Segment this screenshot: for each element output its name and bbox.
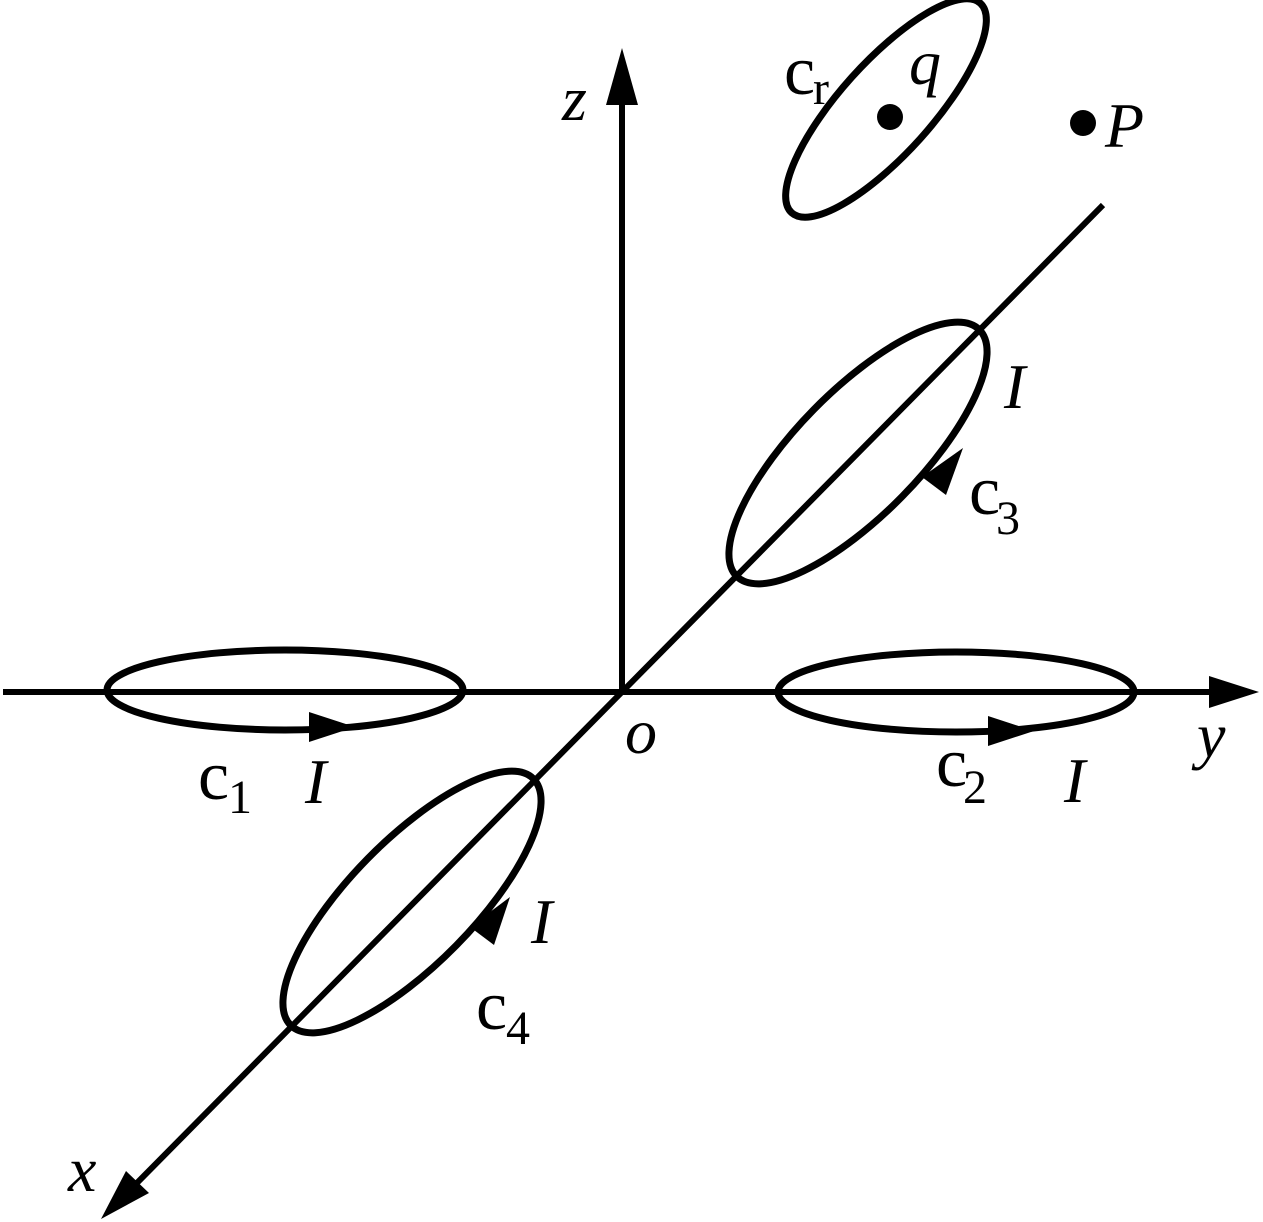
loop-c1-label: c: [198, 738, 229, 815]
loop-c1-ellipse: [103, 646, 467, 734]
point-q-dot: [877, 104, 903, 130]
origin-label: o: [625, 696, 657, 767]
z-axis-label: z: [561, 63, 587, 134]
loop-cr-label: c: [784, 33, 815, 110]
loop-c4-ellipse: [279, 767, 545, 1037]
loop-c3-label: c: [969, 453, 1000, 530]
x-axis-line: [127, 202, 1106, 1193]
loop-c4-current-label: I: [530, 886, 555, 957]
point-p-dot: [1070, 110, 1096, 136]
loop-c3-current-arrowhead: [922, 448, 963, 495]
loop-c2-current-arrowhead: [988, 716, 1034, 746]
y-axis-label: y: [1191, 700, 1226, 771]
x-axis-label: x: [67, 1134, 96, 1205]
point-q-label: q: [909, 27, 941, 98]
loop-c3-current-label: I: [1003, 351, 1028, 422]
loop-cr-label-sub: r: [813, 62, 829, 115]
y-axis-arrowhead: [1209, 676, 1259, 708]
point-p-label: P: [1104, 90, 1144, 161]
loop-c4-current-arrowhead: [470, 897, 510, 945]
loop-cr-ellipse: [782, 0, 990, 221]
loop-c2-label: c: [936, 725, 967, 802]
loop-c1-label-sub: 1: [228, 771, 252, 824]
loop-c2-ellipse: [774, 648, 1138, 736]
loop-c4-label: c: [476, 968, 507, 1045]
loop-c4-label-sub: 4: [506, 1002, 530, 1055]
z-axis-arrowhead: [606, 48, 638, 105]
loop-c1-current-label: I: [304, 746, 329, 817]
x-axis-arrowhead: [101, 1171, 149, 1219]
loop-c3-ellipse: [725, 318, 991, 588]
loop-c3-label-sub: 3: [996, 492, 1020, 545]
loop-c2-current-label: I: [1063, 745, 1088, 816]
loop-c2-label-sub: 2: [963, 761, 987, 814]
loop-c1-current-arrowhead: [309, 712, 355, 742]
